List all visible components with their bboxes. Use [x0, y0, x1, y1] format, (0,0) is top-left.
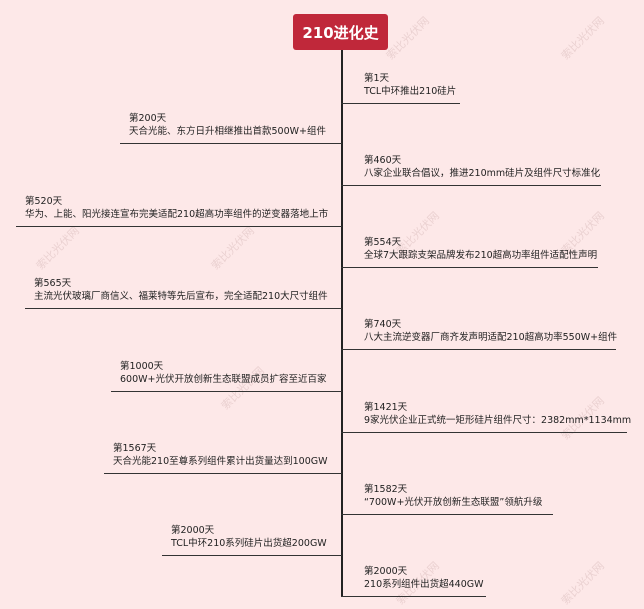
event-day: 第1567天: [113, 443, 157, 454]
timeline-event: 第520天华为、上能、阳光接连宣布完美适配210超高功率组件的逆变器落地上市: [16, 193, 342, 227]
event-desc: 天合光能210至尊系列组件累计出货量达到100GW: [113, 456, 328, 467]
event-day: 第1582天: [364, 484, 408, 495]
event-day: 第520天: [25, 196, 63, 207]
timeline-event: 第1582天 “700W+光伏开放创新生态联盟”领航升级: [341, 481, 553, 515]
timeline-event: 第740天八大主流逆变器厂商齐发声明适配210超高功率550W+组件: [341, 316, 618, 350]
event-desc: 全球7大跟踪支架品牌发布210超高功率组件适配性声明: [364, 250, 598, 261]
diagram-title: 210进化史: [293, 14, 388, 50]
timeline-event: 第2000天 210系列组件出货超440GW: [341, 563, 486, 597]
timeline-event: 第1421天 9家光伏企业正式统一矩形硅片组件尺寸：2382mm*1134mm: [341, 399, 631, 433]
timeline-event: 第554天全球7大跟踪支架品牌发布210超高功率组件适配性声明: [341, 234, 598, 268]
timeline-event: 第460天八家企业联合倡议，推进210mm硅片及组件尺寸标准化: [341, 152, 601, 186]
event-day: 第2000天: [364, 566, 408, 577]
event-day: 第1000天: [120, 361, 164, 372]
event-desc: 八家企业联合倡议，推进210mm硅片及组件尺寸标准化: [364, 168, 601, 179]
timeline-event: 第200天天合光能、东方日升相继推出首款500W+组件: [120, 110, 342, 144]
event-day: 第460天: [364, 155, 402, 166]
event-desc: “700W+光伏开放创新生态联盟”领航升级: [364, 497, 543, 508]
event-day: 第554天: [364, 237, 402, 248]
event-desc: TCL中环推出210硅片: [364, 86, 457, 97]
timeline-event: 第565天主流光伏玻璃厂商信义、福莱特等先后宣布，完全适配210大尺寸组件: [25, 275, 342, 309]
event-desc: 天合光能、东方日升相继推出首款500W+组件: [129, 126, 326, 137]
timeline-spine: [341, 50, 343, 596]
event-desc: 600W+光伏开放创新生态联盟成员扩容至近百家: [120, 374, 327, 385]
event-desc: 八大主流逆变器厂商齐发声明适配210超高功率550W+组件: [364, 332, 618, 343]
timeline-event: 第1天 TCL中环推出210硅片: [341, 70, 460, 104]
timeline-event: 第1567天天合光能210至尊系列组件累计出货量达到100GW: [104, 440, 342, 474]
watermark: 索比光伏网: [558, 559, 607, 608]
watermark: 索比光伏网: [208, 224, 257, 273]
watermark: 索比光伏网: [558, 14, 607, 63]
event-desc: TCL中环210系列硅片出货超200GW: [171, 538, 327, 549]
event-day: 第2000天: [171, 525, 215, 536]
timeline-event: 第1000天 600W+光伏开放创新生态联盟成员扩容至近百家: [111, 358, 342, 392]
event-day: 第1天: [364, 73, 390, 84]
event-desc: 9家光伏企业正式统一矩形硅片组件尺寸：2382mm*1134mm: [364, 415, 632, 426]
event-day: 第740天: [364, 319, 402, 330]
event-desc: 210系列组件出货超440GW: [364, 579, 484, 590]
event-desc: 华为、上能、阳光接连宣布完美适配210超高功率组件的逆变器落地上市: [25, 209, 329, 220]
timeline-event: 第2000天 TCL中环210系列硅片出货超200GW: [162, 522, 342, 556]
watermark: 索比光伏网: [383, 14, 432, 63]
event-day: 第1421天: [364, 402, 408, 413]
event-day: 第565天: [34, 278, 72, 289]
event-day: 第200天: [129, 113, 167, 124]
event-desc: 主流光伏玻璃厂商信义、福莱特等先后宣布，完全适配210大尺寸组件: [34, 291, 328, 302]
watermark: 索比光伏网: [33, 224, 82, 273]
